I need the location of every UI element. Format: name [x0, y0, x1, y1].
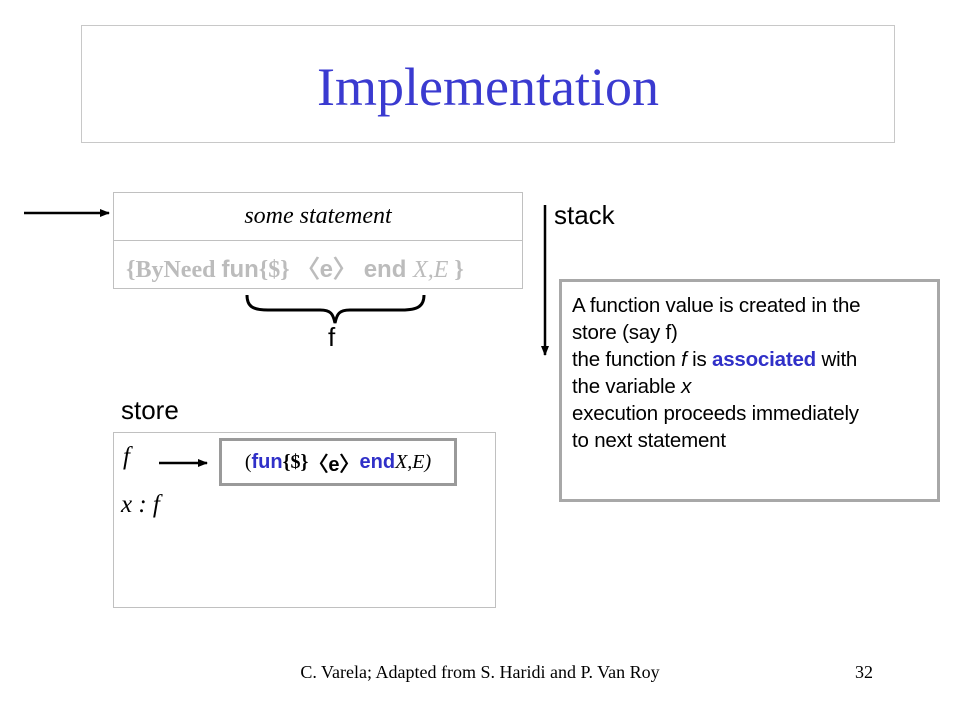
stack-label: stack: [554, 200, 615, 230]
closure-fun-keyword: fun: [251, 450, 283, 473]
store-label: store: [121, 395, 179, 425]
explanation-box: A function value is created in the store…: [559, 279, 940, 502]
byneed-open: {ByNeed: [126, 257, 222, 283]
note-line-5: execution proceeds immediately: [572, 402, 859, 425]
closure-args: X,E: [413, 257, 455, 283]
brace-f-label: f: [328, 322, 336, 352]
byneed-close: }: [454, 257, 464, 283]
note-x: x: [681, 375, 692, 398]
stack-divider: [114, 240, 522, 241]
closure-box: (fun{$} 〈e〉 end X,E): [219, 438, 457, 486]
note-line-1: A function value is created in the: [572, 294, 861, 317]
note-text: the function: [572, 348, 682, 371]
stack-statement-1: some statement: [244, 203, 392, 229]
store-box: f x : f: [113, 432, 496, 608]
curly-brace: [245, 294, 426, 324]
note-line-6: to next statement: [572, 429, 726, 452]
store-x-binding: x : f: [121, 491, 160, 518]
note-text: the variable: [572, 375, 682, 398]
dollar-arg: {$}: [258, 257, 296, 283]
semantic-stack-box: some statement {ByNeed fun{$} 〈e〉 end X,…: [113, 192, 523, 289]
note-line-3: the function f is associated with: [572, 346, 929, 373]
closure-e-placeholder: 〈e〉: [308, 453, 360, 476]
closure-args: X,E): [395, 450, 432, 473]
page-number: 32: [855, 662, 873, 682]
e-placeholder: 〈e〉: [295, 256, 364, 283]
note-line-4: the variable x: [572, 373, 929, 400]
note-text: is: [686, 348, 712, 371]
slide-title: Implementation: [317, 57, 659, 117]
end-keyword: end: [363, 256, 414, 283]
note-associated: associated: [712, 348, 816, 371]
note-f: f: [681, 348, 687, 371]
store-f-variable: f: [123, 443, 130, 470]
note-line-2: store (say f): [572, 321, 678, 344]
closure-open: (: [244, 450, 252, 473]
footer-credit: C. Varela; Adapted from S. Haridi and P.…: [300, 662, 660, 682]
closure-dollar: {$}: [282, 450, 309, 473]
stack-statement-2: {ByNeed fun{$} 〈e〉 end X,E }: [126, 249, 464, 284]
title-box: Implementation: [81, 25, 895, 143]
closure-end-keyword: end: [359, 450, 396, 473]
fun-keyword: fun: [221, 256, 259, 283]
note-text: with: [815, 348, 858, 371]
